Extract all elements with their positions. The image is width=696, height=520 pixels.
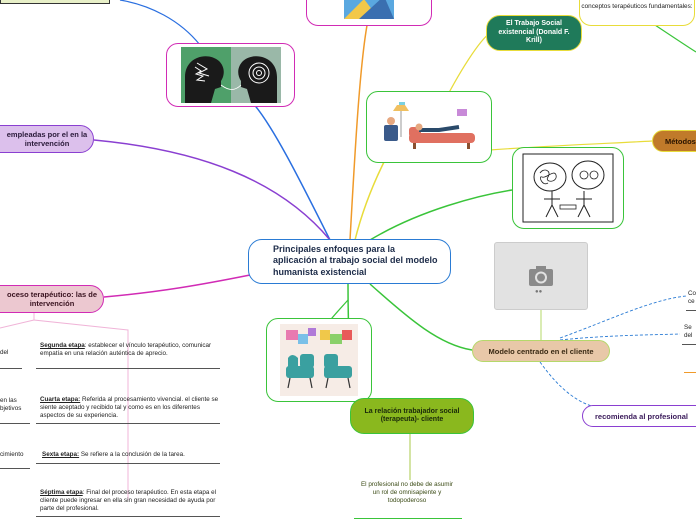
left-fragment-1: del: [0, 349, 9, 356]
stage-fourth-text: Referida al procesamiento vivencial. el …: [40, 396, 219, 420]
stage-seventh-text: : Final del proceso terapéutico. En esta…: [40, 489, 217, 513]
right-rule-2: [682, 344, 696, 345]
left-rule-1: [0, 368, 22, 369]
topic-recommends[interactable]: recomienda al profesional: [582, 405, 696, 427]
note-concepts-text: conceptos terapéuticos fundamentales:: [581, 3, 693, 10]
topic-relationship-label: La relación trabajador social (terapeuta…: [364, 407, 460, 423]
stage-second-label: Segunda etapa: [40, 342, 85, 349]
artwork-icon: [344, 0, 394, 19]
note-relationship[interactable]: El profesional no debe de asumir un rol …: [358, 481, 456, 506]
stage-sixth-rule: [36, 463, 220, 464]
topic-relationship[interactable]: La relación trabajador social (terapeuta…: [350, 398, 474, 434]
image-frame-heads[interactable]: [166, 43, 295, 107]
right-orange-mark: [684, 372, 696, 380]
stage-sixth-text: Se refiere a la conclusión de la tarea.: [79, 451, 185, 458]
topic-process-label: oceso terapéutico: las de intervención: [6, 290, 98, 308]
stage-second-rule: [36, 368, 220, 369]
stage-second[interactable]: Segunda etapa: establecer el vínculo ter…: [40, 342, 220, 358]
topic-recommends-label: recomienda al profesional: [595, 411, 688, 421]
stage-fourth[interactable]: Cuarta etapa: Referida al procesamiento …: [40, 396, 220, 421]
topic-client-centered-label: Modelo centrado en el cliente: [488, 346, 594, 356]
image-placeholder[interactable]: ●●: [494, 242, 588, 310]
chairs-puzzle-icon: [280, 324, 358, 396]
right-rule-1: [686, 310, 696, 311]
left-rule-3: [0, 468, 30, 469]
topic-methods[interactable]: Métodos: [652, 130, 696, 152]
image-frame-top[interactable]: [306, 0, 432, 26]
central-topic[interactable]: Principales enfoques para la aplicación …: [248, 239, 451, 284]
right-fragment-1: Co ce: [688, 290, 696, 306]
image-frame-couch[interactable]: [366, 91, 492, 163]
topic-krill-label: El Trabajo Social existencial (Donald F.…: [498, 20, 570, 45]
pager-dots: ●●: [535, 289, 543, 295]
topic-client-centered[interactable]: Modelo centrado en el cliente: [472, 340, 610, 362]
heads-dialogue-icon: [180, 47, 281, 103]
stage-sixth[interactable]: Sexta etapa: Se refiere a la conclusión …: [42, 451, 222, 459]
therapy-couch-icon: [384, 102, 475, 149]
image-frame-sketch[interactable]: [512, 147, 624, 229]
stage-seventh-label: Séptima etapa: [40, 489, 83, 496]
stage-second-text: : establecer el vínculo terapéutico, com…: [40, 342, 212, 358]
topic-methods-label: Métodos: [665, 136, 696, 146]
central-topic-title: Principales enfoques para la aplicación …: [273, 244, 438, 277]
stage-seventh-rule: [36, 516, 220, 517]
stage-seventh[interactable]: Séptima etapa: Final del proceso terapéu…: [40, 489, 220, 514]
camera-icon: [529, 266, 553, 286]
partial-box-top-left: [0, 0, 110, 4]
left-fragment-3: cimiento: [0, 451, 24, 458]
note-relationship-rule: [354, 518, 462, 519]
topic-techniques[interactable]: empleadas por el en la intervención: [0, 125, 94, 153]
sketch-dialogue-icon: [522, 153, 614, 223]
stage-fourth-label: Cuarta etapa:: [40, 396, 81, 403]
note-concepts[interactable]: conceptos terapéuticos fundamentales:: [579, 0, 695, 26]
left-rule-2: [0, 423, 30, 424]
topic-krill[interactable]: El Trabajo Social existencial (Donald F.…: [486, 15, 582, 51]
topic-techniques-label: empleadas por el en la intervención: [6, 130, 88, 148]
left-fragment-2: en las bjetivos: [0, 397, 22, 413]
image-frame-chairs[interactable]: [266, 318, 372, 402]
note-relationship-text: El profesional no debe de asumir un rol …: [360, 481, 454, 505]
topic-process[interactable]: oceso terapéutico: las de intervención: [0, 285, 104, 313]
stage-fourth-rule: [36, 423, 220, 424]
right-fragment-2: Se del: [684, 324, 693, 340]
stage-sixth-label: Sexta etapa:: [42, 451, 80, 458]
